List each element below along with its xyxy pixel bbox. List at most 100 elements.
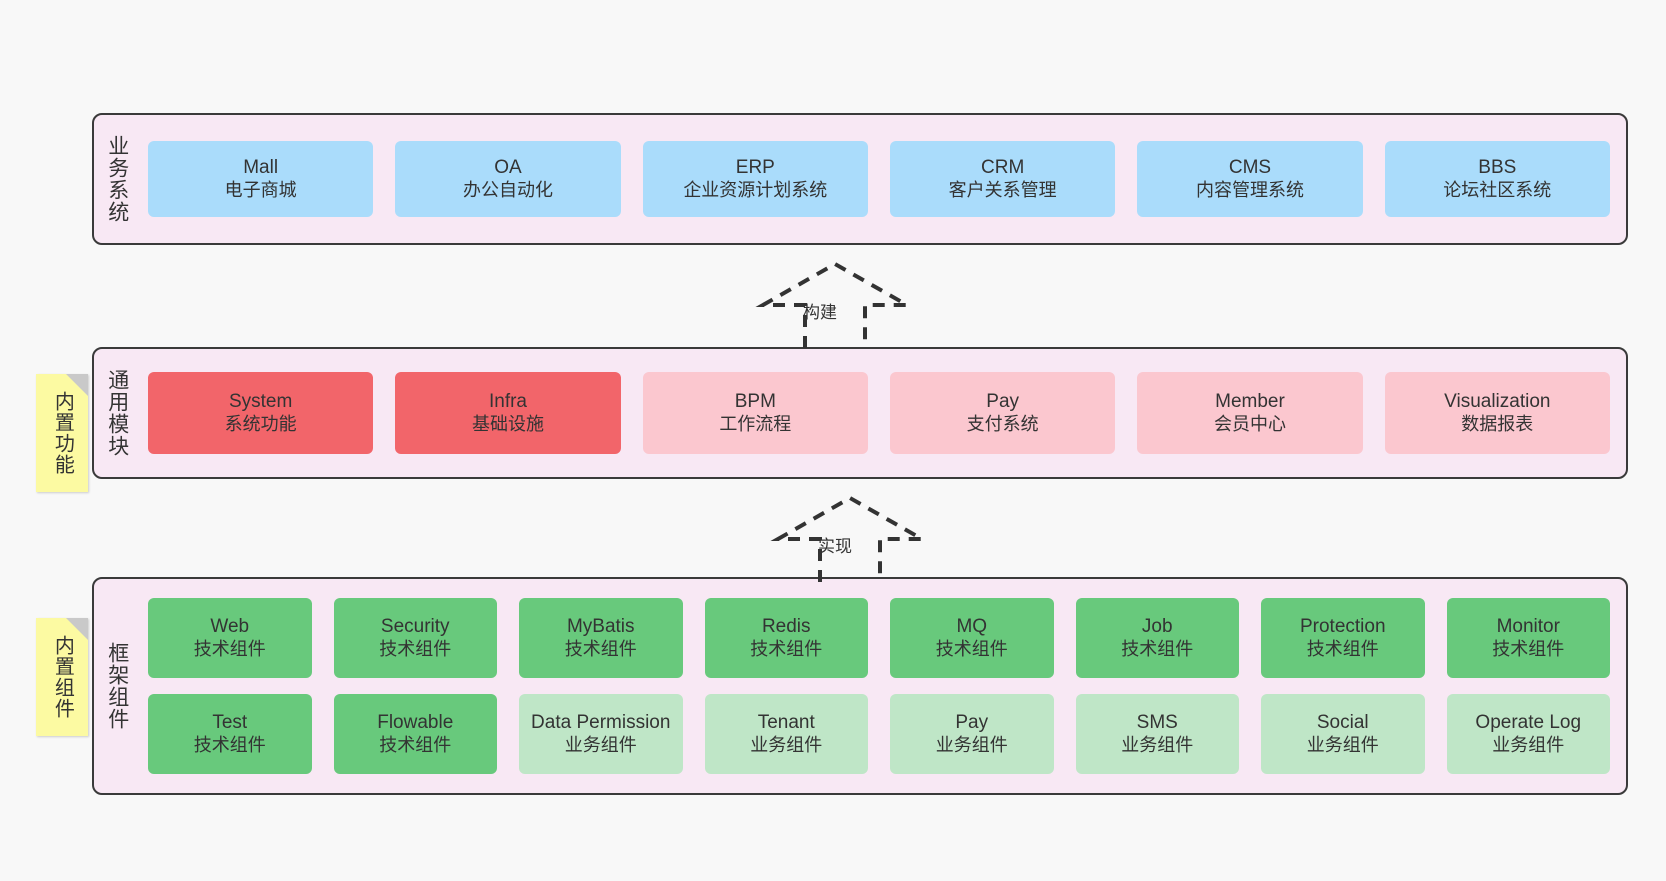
module-desc: 技术组件 (1492, 639, 1565, 660)
module-box-test[interactable]: Test 技术组件 (148, 694, 312, 774)
module-box-data-permission[interactable]: Data Permission 业务组件 (519, 694, 683, 774)
module-desc: 技术组件 (564, 639, 637, 660)
module-name: Data Permission (531, 711, 671, 733)
module-desc: 技术组件 (193, 639, 266, 660)
module-desc: 数据报表 (1461, 414, 1534, 435)
module-box-erp[interactable]: ERP 企业资源计划系统 (642, 141, 868, 217)
module-desc: 业务组件 (750, 735, 823, 756)
module-box-bbs[interactable]: BBS 论坛社区系统 (1384, 141, 1610, 217)
module-desc: 技术组件 (193, 735, 266, 756)
module-desc: 业务组件 (1306, 735, 1379, 756)
layer-panel-common: 通用模块 System 系统功能 Infra 基础设施 BPM 工作流程 Pay… (92, 347, 1628, 479)
module-name: Visualization (1444, 390, 1551, 412)
module-desc: 业务组件 (935, 735, 1008, 756)
module-desc: 技术组件 (750, 639, 823, 660)
module-box-bpm[interactable]: BPM 工作流程 (642, 372, 868, 454)
module-name: MQ (956, 615, 988, 637)
module-name: Redis (761, 615, 811, 637)
module-name: System (228, 390, 293, 412)
module-box-security[interactable]: Security 技术组件 (333, 598, 497, 678)
module-box-mq[interactable]: MQ 技术组件 (890, 598, 1054, 678)
module-name: BPM (734, 390, 776, 412)
module-desc: 基础设施 (471, 414, 544, 435)
module-box-job[interactable]: Job 技术组件 (1075, 598, 1239, 678)
module-box-web[interactable]: Web 技术组件 (148, 598, 312, 678)
module-desc: 技术组件 (379, 735, 452, 756)
module-name: Mall (243, 156, 279, 178)
module-box-member[interactable]: Member 会员中心 (1137, 372, 1363, 454)
module-name: Operate Log (1475, 711, 1582, 733)
arrow-implement: 实现 (770, 492, 930, 582)
module-box-cms[interactable]: CMS 内容管理系统 (1137, 141, 1363, 217)
module-name: Job (1141, 615, 1173, 637)
layer-panel-frame: 框架组件 Web 技术组件 Security 技术组件 MyBatis 技术组件… (92, 577, 1628, 795)
module-desc: 企业资源计划系统 (683, 180, 828, 201)
module-desc: 支付系统 (966, 414, 1039, 435)
module-desc: 业务组件 (1121, 735, 1194, 756)
layer-row: Web 技术组件 Security 技术组件 MyBatis 技术组件 Redi… (148, 598, 1610, 678)
module-name: Member (1215, 390, 1285, 412)
sticky-note-label: 内置组件 (51, 635, 74, 719)
sticky-fold-icon (66, 618, 88, 640)
module-name: BBS (1478, 156, 1517, 178)
module-box-tenant[interactable]: Tenant 业务组件 (704, 694, 868, 774)
module-desc: 内容管理系统 (1195, 180, 1304, 201)
sticky-note-builtin-features: 内置功能 (36, 374, 88, 492)
module-name: ERP (735, 156, 775, 178)
module-box-crm[interactable]: CRM 客户关系管理 (889, 141, 1116, 217)
layer-body-frame: Web 技术组件 Security 技术组件 MyBatis 技术组件 Redi… (140, 579, 1626, 793)
module-desc: 客户关系管理 (948, 180, 1057, 201)
module-box-sms[interactable]: SMS 业务组件 (1075, 694, 1239, 774)
module-box-protection[interactable]: Protection 技术组件 (1261, 598, 1425, 678)
module-desc: 业务组件 (564, 735, 637, 756)
module-box-oa[interactable]: OA 办公自动化 (395, 141, 621, 217)
layer-row: Mall 电子商城 OA 办公自动化 ERP 企业资源计划系统 CRM 客户关系… (148, 141, 1610, 217)
module-box-system[interactable]: System 系统功能 (148, 372, 374, 454)
module-name: Pay (955, 711, 989, 733)
module-desc: 技术组件 (379, 639, 452, 660)
module-name: Social (1316, 711, 1369, 733)
module-box-monitor[interactable]: Monitor 技术组件 (1446, 598, 1610, 678)
module-name: MyBatis (566, 615, 635, 637)
module-box-pay[interactable]: Pay 支付系统 (889, 372, 1116, 454)
layer-title-common: 通用模块 (105, 369, 129, 457)
module-name: Pay (986, 390, 1020, 412)
module-desc: 电子商城 (224, 180, 297, 201)
module-name: Flowable (377, 711, 454, 733)
module-box-flowable[interactable]: Flowable 技术组件 (333, 694, 497, 774)
module-name: CRM (981, 156, 1025, 178)
layer-panel-business: 业务系统 Mall 电子商城 OA 办公自动化 ERP 企业资源计划系统 CRM… (92, 113, 1628, 245)
module-desc: 论坛社区系统 (1443, 180, 1552, 201)
module-desc: 技术组件 (935, 639, 1008, 660)
layer-row: Test 技术组件 Flowable 技术组件 Data Permission … (148, 694, 1610, 774)
layer-body-business: Mall 电子商城 OA 办公自动化 ERP 企业资源计划系统 CRM 客户关系… (140, 115, 1626, 243)
module-desc: 会员中心 (1213, 414, 1286, 435)
module-box-visualization[interactable]: Visualization 数据报表 (1384, 372, 1610, 454)
arrow-build: 构建 (755, 258, 915, 348)
module-box-social[interactable]: Social 业务组件 (1261, 694, 1425, 774)
arrow-implement-label: 实现 (818, 537, 852, 556)
arrow-build-icon (755, 261, 915, 348)
module-name: Infra (488, 390, 527, 412)
module-box-infra[interactable]: Infra 基础设施 (395, 372, 621, 454)
module-name: OA (494, 156, 522, 178)
module-name: Protection (1299, 615, 1386, 637)
module-desc: 工作流程 (719, 414, 792, 435)
module-desc: 技术组件 (1121, 639, 1194, 660)
module-box-mybatis[interactable]: MyBatis 技术组件 (519, 598, 683, 678)
module-box-redis[interactable]: Redis 技术组件 (704, 598, 868, 678)
sticky-note-builtin-components: 内置组件 (36, 618, 88, 736)
module-box-pay-business[interactable]: Pay 业务组件 (890, 694, 1054, 774)
layer-title-frame: 框架组件 (105, 642, 129, 730)
module-name: SMS (1136, 711, 1178, 733)
module-name: Security (380, 615, 450, 637)
layer-title-business: 业务系统 (105, 135, 129, 223)
sticky-note-label: 内置功能 (51, 391, 74, 475)
module-box-operate-log[interactable]: Operate Log 业务组件 (1446, 694, 1610, 774)
arrow-build-label: 构建 (803, 303, 837, 322)
module-name: Monitor (1496, 615, 1560, 637)
arrow-implement-icon (770, 495, 930, 582)
module-name: Tenant (757, 711, 815, 733)
module-box-mall[interactable]: Mall 电子商城 (148, 141, 374, 217)
